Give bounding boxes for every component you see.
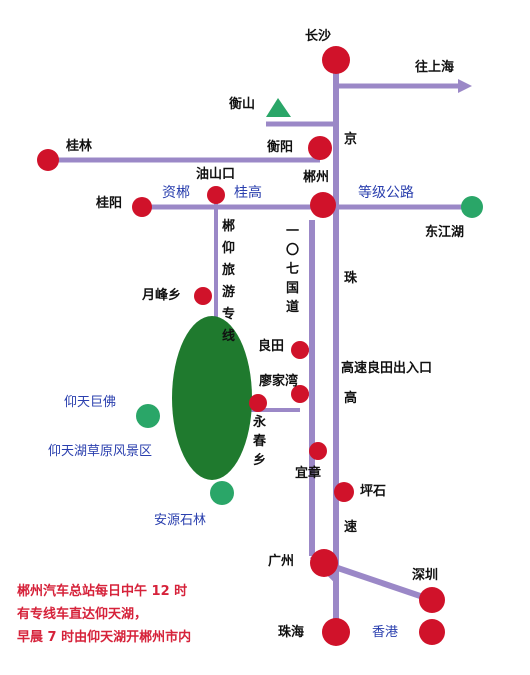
city-dot-pingshi: [334, 482, 354, 502]
label-pingshi: 坪石: [360, 484, 387, 499]
label-jing: 京: [344, 132, 358, 147]
note-line-3: 早晨 7 时由仰天湖开郴州市内: [17, 630, 192, 645]
label-zhuhai: 珠海: [278, 625, 305, 640]
scenic-dot-yangtian-jufo: [136, 404, 160, 428]
label-chenzhou: 郴州: [303, 170, 330, 185]
label-shenzhen: 深圳: [412, 568, 439, 583]
city-dot-yongchunxiang: [249, 394, 267, 412]
label-yangtianhu: 仰天湖草原风景区: [48, 444, 153, 459]
label-to-shanghai: 往上海: [415, 60, 455, 75]
label-national-road-107: 一〇七国道: [285, 224, 299, 315]
label-gao: 高: [344, 391, 358, 406]
label-zhu: 珠: [344, 271, 358, 286]
city-dot-liaojiawan: [291, 385, 309, 403]
city-dot-zhuhai: [322, 618, 350, 646]
label-xianggang: 香港: [372, 625, 399, 640]
city-dot-xianggang: [419, 619, 445, 645]
label-tour-line: 郴仰旅游专线: [221, 219, 235, 344]
label-hengyang: 衡阳: [267, 140, 294, 155]
city-dot-guangzhou: [310, 549, 338, 577]
city-dot-guiyang: [132, 197, 152, 217]
label-road-zigui: 资郴: [162, 185, 190, 201]
label-exit: 高速良田出入口: [341, 361, 433, 376]
label-liangtian: 良田: [258, 339, 285, 354]
label-yizhang: 宜章: [295, 466, 322, 481]
city-dot-chenzhou: [310, 192, 336, 218]
label-road-dengji: 等级公路: [358, 185, 414, 201]
city-dot-shenzhen: [419, 587, 445, 613]
label-anyuan-shilin: 安源石林: [154, 513, 207, 528]
city-dot-yuefengxiang: [194, 287, 212, 305]
label-guilin: 桂林: [66, 139, 93, 154]
road-guangzhou-shenzhen: [325, 561, 433, 603]
label-hengshan: 衡山: [229, 97, 256, 112]
bus-schedule-note: 郴州汽车总站每日中午 12 时 有专线车直达仰天湖， 早晨 7 时由仰天湖开郴州…: [17, 580, 191, 649]
city-dot-guilin: [37, 149, 59, 171]
hengshan-mountain-icon: [266, 98, 291, 117]
label-dongjianghu: 东江湖: [425, 225, 465, 240]
label-guiyang: 桂阳: [96, 196, 123, 211]
label-road-guigao: 桂高: [234, 185, 262, 201]
city-dot-changsha: [322, 46, 350, 74]
note-line-2: 有专线车直达仰天湖，: [17, 607, 148, 622]
label-su: 速: [344, 520, 358, 535]
city-dot-liangtian: [291, 341, 309, 359]
label-yangtian-jufo: 仰天巨佛: [64, 395, 117, 410]
yangtian-grassland-area: [172, 316, 252, 480]
label-guangzhou: 广州: [268, 554, 295, 569]
arrow-to-shanghai: [458, 79, 472, 93]
note-line-1: 郴州汽车总站每日中午 12 时: [17, 584, 188, 599]
label-changsha: 长沙: [305, 29, 332, 44]
label-youshankou: 油山口: [196, 167, 236, 182]
scenic-dot-anyuan-shilin: [210, 481, 234, 505]
city-dot-yizhang: [309, 442, 327, 460]
city-dot-hengyang: [308, 136, 332, 160]
scenic-dot-dongjianghu: [461, 196, 483, 218]
label-liaojiawan: 廖家湾: [259, 374, 299, 389]
label-yuefengxiang: 月峰乡: [142, 288, 182, 303]
city-dot-youshankou: [207, 186, 225, 204]
label-yongchunxiang: 永春乡: [252, 415, 266, 468]
